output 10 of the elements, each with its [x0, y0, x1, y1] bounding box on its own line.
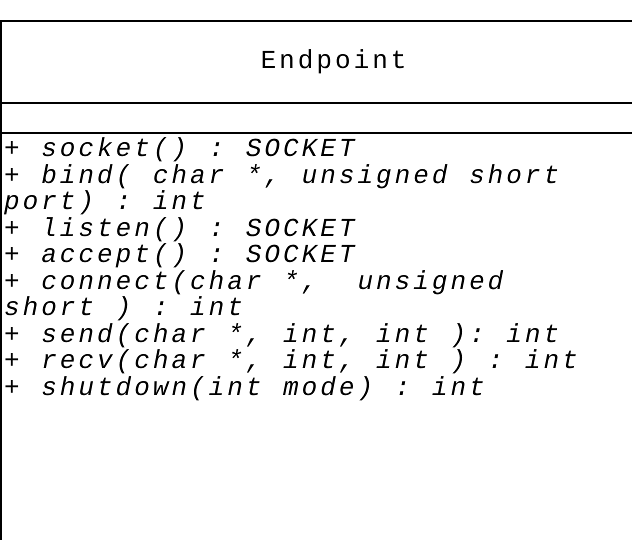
method-signature: + bind( char *, unsigned short port) : int: [4, 162, 564, 216]
method-signature: + connect(char *, unsigned short ) : int: [4, 268, 508, 322]
method-signature: + socket() : SOCKET: [4, 136, 358, 162]
method-signature: + shutdown(int mode) : int: [4, 374, 488, 401]
method-signature: + listen() : SOCKET: [4, 216, 358, 242]
method-signature: + accept() : SOCKET: [4, 242, 358, 268]
method-signature: + recv(char *, int, int ) : int: [4, 348, 581, 374]
class-name: Endpoint: [260, 46, 410, 76]
method-signature: + send(char *, int, int ): int: [4, 322, 562, 348]
class-box: [0, 20, 632, 540]
